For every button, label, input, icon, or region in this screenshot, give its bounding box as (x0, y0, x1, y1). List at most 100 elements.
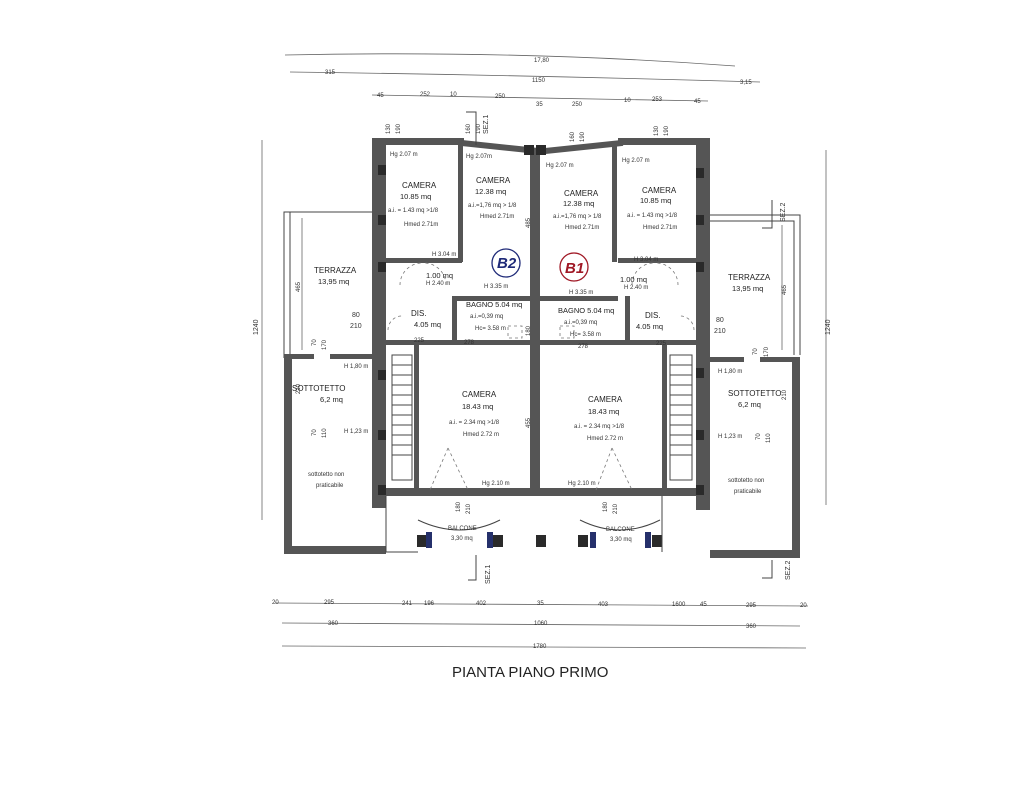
bottom-dimension-lines: 20 295 241 196 402 35 403 1600 45 295 20… (272, 600, 809, 650)
dim-bottom-seg: 35 (537, 601, 544, 607)
camera-br-hg: Hg 2.10 m (568, 481, 596, 487)
balconies (385, 447, 663, 553)
camera-tc-name: CAMERA (476, 176, 511, 185)
dim-top-seg: 250 (495, 94, 506, 100)
dim-top-mid: 1150 (532, 78, 546, 84)
dim-right-height: 1240 (825, 319, 832, 335)
camera-bl-ai: a.i. = 2.34 mq >1/8 (449, 420, 500, 426)
dim-bottom-seg: 45 (700, 602, 707, 608)
dim-bottom-seg: 295 (324, 600, 335, 606)
height-tr: H 3.04 m (634, 257, 658, 263)
dim-bottom-seg: 196 (424, 601, 435, 607)
camera-tc2-ai: a.i.=1,76 mq > 1/8 (553, 214, 602, 220)
top-dimension-lines: 17,80 315 1150 3,15 45 252 10 250 35 250… (284, 53, 761, 108)
walls (284, 138, 800, 558)
bagno-l-h: Hc= 3.58 m (475, 326, 506, 332)
camera-tc-h: Hmed 2.71m (480, 214, 514, 220)
camera-tl-area: 10.85 mq (400, 192, 431, 201)
section-markers: SEZ.1 SEZ.1 SEZ.2 SEZ.2 (466, 111, 792, 584)
dim-o180-bl: 180 (456, 501, 462, 512)
section-1-top: SEZ.1 (483, 114, 490, 134)
sotto-r-area: 6,2 mq (738, 400, 761, 409)
dim-top-seg: 45 (377, 93, 384, 99)
camera-br-h: Hmed 2.72 m (587, 436, 623, 442)
dim-o180-br: 180 (603, 501, 609, 512)
dim-o190-l: 190 (396, 123, 402, 134)
camera-bl-name: CAMERA (462, 390, 497, 399)
camera-br-ai: a.i. = 2.34 mq >1/8 (574, 424, 625, 430)
sotto-l-area: 6,2 mq (320, 395, 343, 404)
dim-o278-r: 278 (578, 344, 589, 350)
camera-bl-hg: Hg 2.10 m (482, 481, 510, 487)
dim-o70-sr: 70 (756, 433, 762, 440)
dim-top-seg: 10 (450, 92, 457, 98)
dim-bottom-left: 360 (328, 621, 339, 627)
height-wc-l: H 2.40 m (426, 281, 450, 287)
section-1-bottom: SEZ.1 (485, 564, 492, 584)
dis-r-name: DIS. (645, 311, 661, 320)
side-dimensions: 1240 1240 (253, 140, 832, 520)
dim-top-seg: 250 (572, 102, 583, 108)
h180-l: H 1,80 m (344, 364, 368, 370)
unit-markers: B2 B1 (491, 248, 589, 282)
dim-o485: 485 (526, 217, 532, 228)
unit-b2-circle (491, 248, 521, 278)
dim-o160-r: 160 (570, 131, 576, 142)
h123-r: H 1,23 m (718, 434, 742, 440)
np-r-line1: sottotetto non (728, 478, 764, 484)
dim-o130-r: 130 (654, 125, 660, 136)
room-labels: Hg 2.07 m CAMERA 10.85 mq a.i. = 1.43 mq… (292, 152, 781, 543)
height-tl: H 3.04 m (432, 252, 456, 258)
dim-bottom-seg: 295 (746, 603, 757, 609)
balcone-l-area: 3,30 mq (451, 536, 473, 542)
terrazza-r-area: 13,95 mq (732, 284, 763, 293)
dim-top-seg: 252 (420, 92, 431, 98)
dim-terrace-left: 465 (296, 281, 302, 292)
sotto-r-name: SOTTOTETTO (728, 389, 781, 398)
dim-top-seg: 35 (536, 102, 543, 108)
dim-o170-l: 170 (322, 339, 328, 350)
section-2-bottom: SEZ.2 (785, 560, 792, 580)
camera-br-name: CAMERA (588, 395, 623, 404)
dim-o190-cl: 190 (476, 123, 482, 134)
dim-o70-sl: 70 (312, 429, 318, 436)
camera-tl-name: CAMERA (402, 181, 437, 190)
sotto-l-name: SOTTOTETTO (292, 384, 345, 393)
dim-o80-l: 80 (352, 312, 360, 319)
height-wc-r: H 2.40 m (624, 285, 648, 291)
dim-o278-l: 278 (464, 340, 475, 346)
bagno-r-name: BAGNO 5.04 mq (558, 306, 614, 315)
dim-o110-sl: 110 (322, 428, 328, 438)
dim-left-height: 1240 (253, 319, 260, 335)
dim-total-top: 17,80 (534, 58, 550, 64)
stairs (391, 354, 693, 481)
camera-bl-h: Hmed 2.72 m (463, 432, 499, 438)
door-swings (387, 262, 695, 339)
camera-tc2-hg: Hg 2.07 m (546, 163, 574, 169)
dim-bottom-seg: 403 (598, 602, 609, 608)
dim-o225-l: 225 (414, 338, 425, 344)
bagno-r-h: Hc= 3.58 m (570, 332, 601, 338)
dim-o70-r: 70 (753, 348, 759, 355)
dim-bottom-seg: 1600 (672, 602, 686, 608)
unit-b2-label: B2 (497, 255, 517, 272)
dim-o170-r: 170 (764, 346, 770, 357)
camera-tl-ai: a.i. = 1.43 mq >1/8 (388, 208, 439, 214)
dim-o210-l: 210 (350, 323, 362, 330)
height-c-r: H 3.35 m (569, 290, 593, 296)
dim-bottom-total: 1780 (533, 644, 547, 650)
dim-o210-r: 210 (714, 328, 726, 335)
dim-o160-l: 160 (466, 123, 472, 134)
terrazza-l-area: 13,95 mq (318, 277, 349, 286)
dim-o210-br: 210 (613, 503, 619, 514)
bagno-l-name: BAGNO 5.04 mq (466, 300, 522, 309)
unit-b1-label: B1 (565, 260, 584, 277)
dim-top-seg: 253 (652, 97, 663, 103)
dis-r-area: 4.05 mq (636, 322, 663, 331)
balcone-r-area: 3,30 mq (610, 537, 632, 543)
dim-o80-r: 80 (716, 317, 724, 324)
dim-bottom-seg: 20 (272, 600, 279, 606)
dim-o190-cr: 190 (580, 131, 586, 142)
h180-r: H 1,80 m (718, 369, 742, 375)
dim-bottom-seg: 20 (800, 603, 807, 609)
